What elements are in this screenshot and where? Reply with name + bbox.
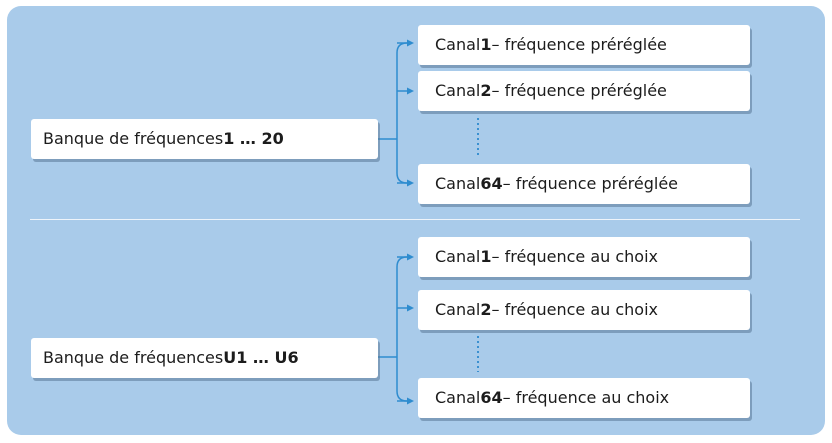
channel-number: 1 [480,35,492,54]
arrow-head-icon [407,179,414,187]
channel-prefix: Canal [435,300,481,319]
channel-suffix: – fréquence au choix [491,247,658,266]
channel-box-64: Canal 64 – fréquence au choix [418,378,750,418]
channel-number: 64 [480,174,503,193]
channel-suffix: – fréquence au choix [502,388,670,407]
channel-prefix: Canal [435,174,481,193]
channel-box-1: Canal 1 – fréquence au choix [418,237,750,277]
channel-box-64: Canal 64 – fréquence préréglée [418,164,750,204]
channel-suffix: – fréquence préréglée [491,35,667,54]
bank-label-range: U1 … U6 [223,348,299,367]
arrow-head-icon [407,397,414,405]
channel-suffix: – fréquence préréglée [491,81,667,100]
branch-trunk-line [396,42,408,184]
bank-box-u1-u6: Banque de fréquences U1 … U6 [31,338,378,378]
arrow-head-icon [407,87,414,95]
channel-prefix: Canal [435,81,481,100]
arrow-head-icon [407,253,414,261]
channel-number: 64 [480,388,503,407]
branch-trunk-line [396,256,408,402]
bank-label-prefix: Banque de fréquences [43,348,224,367]
channel-suffix: – fréquence préréglée [502,174,679,193]
arrow-head-icon [407,304,414,312]
channel-box-2: Canal 2 – fréquence au choix [418,290,750,330]
channel-number: 1 [480,247,492,266]
channel-number: 2 [480,300,492,319]
arrow-head-icon [407,39,414,47]
channel-prefix: Canal [435,388,481,407]
bank-box-1-20: Banque de fréquences 1 … 20 [31,119,378,159]
channel-prefix: Canal [435,35,481,54]
bank-label-range: 1 … 20 [223,129,284,148]
channel-prefix: Canal [435,247,481,266]
channel-number: 2 [480,81,492,100]
bank-label-prefix: Banque de fréquences [43,129,224,148]
channel-box-1: Canal 1 – fréquence préréglée [418,25,750,65]
section-divider [30,219,800,220]
channel-box-2: Canal 2 – fréquence préréglée [418,71,750,111]
channel-suffix: – fréquence au choix [491,300,658,319]
